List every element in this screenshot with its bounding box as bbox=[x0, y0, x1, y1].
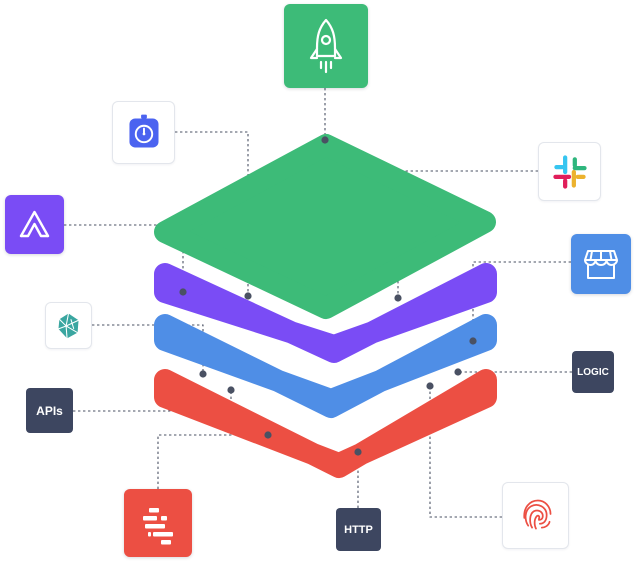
stopwatch-tile[interactable] bbox=[112, 101, 175, 164]
airtable-a-icon bbox=[19, 210, 50, 238]
connector-stripe bbox=[157, 434, 268, 489]
connector-fingerprint bbox=[429, 386, 502, 518]
fingerprint-icon bbox=[523, 499, 552, 530]
dot-purple-mid bbox=[244, 292, 252, 300]
dot-blue-right bbox=[469, 337, 477, 345]
http-label-tile[interactable]: HTTP bbox=[336, 508, 381, 551]
green-layer bbox=[154, 134, 496, 319]
connector-apis bbox=[73, 390, 232, 412]
stripe-tile[interactable] bbox=[124, 489, 192, 557]
logic-label-tile[interactable]: LOGIC bbox=[572, 351, 614, 393]
http-label: HTTP bbox=[344, 523, 373, 536]
rocket-tile[interactable] bbox=[284, 4, 368, 88]
connector-storefront bbox=[472, 261, 571, 341]
storefront-tile[interactable] bbox=[571, 234, 631, 294]
stack-layers bbox=[154, 134, 497, 478]
red-layer bbox=[154, 369, 497, 478]
fingerprint-tile[interactable] bbox=[502, 482, 569, 549]
netlify-crystal-icon bbox=[58, 313, 79, 339]
purple-layer bbox=[154, 263, 497, 363]
stripe-s-icon bbox=[143, 508, 173, 545]
stopwatch-icon bbox=[129, 114, 159, 148]
blue-layer bbox=[154, 314, 497, 418]
logic-label: LOGIC bbox=[577, 366, 609, 378]
connector-dots bbox=[179, 136, 477, 456]
dot-red-mid bbox=[264, 431, 272, 439]
apis-label-tile[interactable]: APIs bbox=[26, 388, 73, 433]
dot-red-right bbox=[426, 382, 434, 390]
dot-blue-right-lower bbox=[454, 368, 462, 376]
dot-green-top bbox=[321, 136, 329, 144]
dot-purple-right bbox=[394, 294, 402, 302]
netlify-tile[interactable] bbox=[45, 302, 92, 349]
apis-label: APIs bbox=[36, 403, 63, 418]
dot-purple-left bbox=[179, 288, 187, 296]
airtable-tile[interactable] bbox=[5, 195, 64, 254]
rocket-icon bbox=[309, 18, 343, 74]
connector-netlify bbox=[92, 324, 204, 374]
slack-tile[interactable] bbox=[538, 142, 601, 201]
dot-red-left bbox=[227, 386, 235, 394]
slack-icon bbox=[553, 155, 587, 189]
dot-red-bottom bbox=[354, 448, 362, 456]
storefront-icon bbox=[584, 250, 618, 279]
dot-blue-left bbox=[199, 370, 207, 378]
